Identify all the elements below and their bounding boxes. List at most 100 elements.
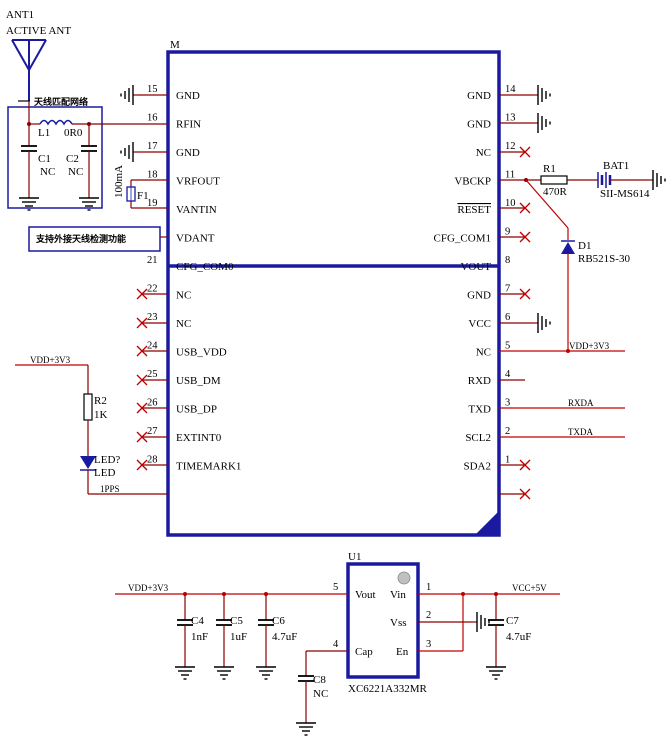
u1-ref: U1 (348, 551, 361, 563)
c4-value: 1nF (191, 631, 208, 643)
c8-ref: C8 (313, 674, 326, 686)
ldo-regulator: U1 XC6221A332MR Vout Vin Vss En Cap 5 1 … (333, 551, 431, 695)
module-pin-number-12: 12 (505, 141, 516, 152)
module-ref: M (170, 39, 180, 51)
u1-pin-cap: Cap (355, 646, 373, 658)
c1-value: NC (40, 166, 55, 178)
module-pin-name-21: CFG_COM0 (176, 261, 234, 273)
module-pin-number-19: 19 (147, 198, 158, 209)
capacitor-c7 (487, 619, 505, 626)
backup-battery-circuit: R1 470R BAT1 SII-MS614 D1 RB521S-30 (499, 160, 666, 353)
c4-ref: C4 (191, 615, 204, 627)
module-pin-name-16: RFIN (176, 119, 201, 131)
led-vdd-net-label: VDD+3V3 (30, 355, 71, 365)
led-value: LED (94, 467, 115, 479)
u1-part: XC6221A332MR (348, 683, 428, 695)
r1-value: 470R (543, 186, 568, 198)
u1-pin-en: En (396, 646, 409, 658)
ldo-vout-net-label: VDD+3V3 (128, 583, 169, 593)
bat1-value: SII-MS614 (600, 188, 650, 200)
c6-value: 4.7uF (272, 631, 297, 643)
module-pin-name-23: NC (176, 318, 191, 330)
fuse-f1: 100mA F1 (113, 165, 168, 209)
c6-ref: C6 (272, 615, 285, 627)
module-pin-name-3: TXD (468, 404, 491, 416)
module-pin-name-18: VRFOUT (176, 176, 220, 188)
module-pin-name-4: RXD (468, 375, 491, 387)
ldo-vin-net-label: VCC+5V (512, 583, 547, 593)
antenna-name: ACTIVE ANT (6, 25, 71, 37)
f1-value: 100mA (113, 165, 125, 198)
r2-value: 1K (94, 409, 108, 421)
module-pin-name-27: EXTINT0 (176, 432, 222, 444)
module-pin-name-13: GND (467, 119, 491, 131)
module-pin-name-12: NC (476, 147, 491, 159)
c2-value: NC (68, 166, 83, 178)
c8-value: NC (313, 688, 328, 700)
module-pin-number-26: 26 (147, 398, 158, 409)
module-pin-number-22: 22 (147, 284, 158, 295)
module-pin-number-21: 21 (147, 255, 158, 266)
led-indicator (80, 456, 96, 469)
module-pin-number-24: 24 (147, 341, 158, 352)
ext-antenna-detect: 支持外接天线检测功能 (28, 226, 168, 252)
module-pin-name-9: CFG_COM1 (434, 233, 491, 245)
module-pin-number-16: 16 (147, 113, 158, 124)
u1-pin-vss: Vss (390, 617, 407, 629)
l1-ref: L1 (38, 127, 50, 139)
module-pin-name-5: NC (476, 347, 491, 359)
module-pin-name-28: TIMEMARK1 (176, 461, 241, 473)
module-pin-number-14: 14 (505, 84, 516, 95)
led-ref: LED? (94, 454, 120, 466)
module-pin-name-15: GND (176, 90, 200, 102)
r2-ref: R2 (94, 395, 107, 407)
pps-net-label: 1PPS (100, 484, 120, 494)
rxda-net-label: RXDA (568, 398, 594, 408)
module-pin-number-23: 23 (147, 312, 158, 323)
cap-pin-circuit: C8 NC (295, 650, 348, 736)
diode-d1 (561, 242, 575, 254)
module-pin-number-9: 9 (505, 227, 510, 238)
antenna-symbol: ANT1 ACTIVE ANT (6, 9, 71, 101)
module-pin-name-2: SCL2 (465, 432, 491, 444)
d1-ref: D1 (578, 240, 591, 252)
module-pin-name-26: USB_DP (176, 404, 217, 416)
r1-ref: R1 (543, 163, 556, 175)
module-pin-number-27: 27 (147, 426, 158, 437)
u1-pin-vin: Vin (390, 589, 406, 601)
module-pin-name-7: GND (467, 290, 491, 302)
module-pin-name-25: USB_DM (176, 375, 221, 387)
c2-ref: C2 (66, 153, 79, 165)
module-pin-number-25: 25 (147, 369, 158, 380)
bat1-ref: BAT1 (603, 160, 629, 172)
module-pin-number-15: 15 (147, 84, 158, 95)
module-pin-name-19: VANTIN (176, 204, 217, 216)
resistor-r2 (83, 393, 93, 421)
module-left-pins: GND15RFIN16GND17VRFOUT18VANTIN19VDANT20C… (147, 84, 241, 473)
module-pin-number-7: 7 (505, 284, 510, 295)
output-rail: VDD+3V3 C4 1nF C5 1uF C6 4.7uF (115, 583, 348, 680)
module-pin-name-6: VCC (468, 318, 491, 330)
module-pin-number-8: 8 (505, 255, 510, 266)
capacitor-c1 (20, 145, 38, 152)
txda-net-label: TXDA (568, 427, 593, 437)
module-pin-number-17: 17 (147, 141, 158, 152)
f1-ref: F1 (137, 190, 149, 202)
capacitor-c8 (297, 675, 315, 682)
u1-pinnum-1: 1 (426, 582, 431, 593)
module-pin-number-1: 1 (505, 455, 510, 466)
module-pin-name-22: NC (176, 290, 191, 302)
module-pin-number-10: 10 (505, 198, 516, 209)
module-pin-name-17: GND (176, 147, 200, 159)
module-pin-name-14: GND (467, 90, 491, 102)
c1-ref: C1 (38, 153, 51, 165)
module-pin-number-11: 11 (505, 170, 515, 181)
module-pin-number-28: 28 (147, 455, 158, 466)
antenna-matching-network: 天线匹配网络 L1 0R0 C1 NC C2 NC (7, 96, 168, 211)
resistor-r1 (540, 175, 568, 185)
module-pin-name-8: VOUT (460, 261, 491, 273)
module-pin-number-18: 18 (147, 170, 158, 181)
u1-pin-vout: Vout (355, 589, 376, 601)
module-pin-number-13: 13 (505, 113, 516, 124)
